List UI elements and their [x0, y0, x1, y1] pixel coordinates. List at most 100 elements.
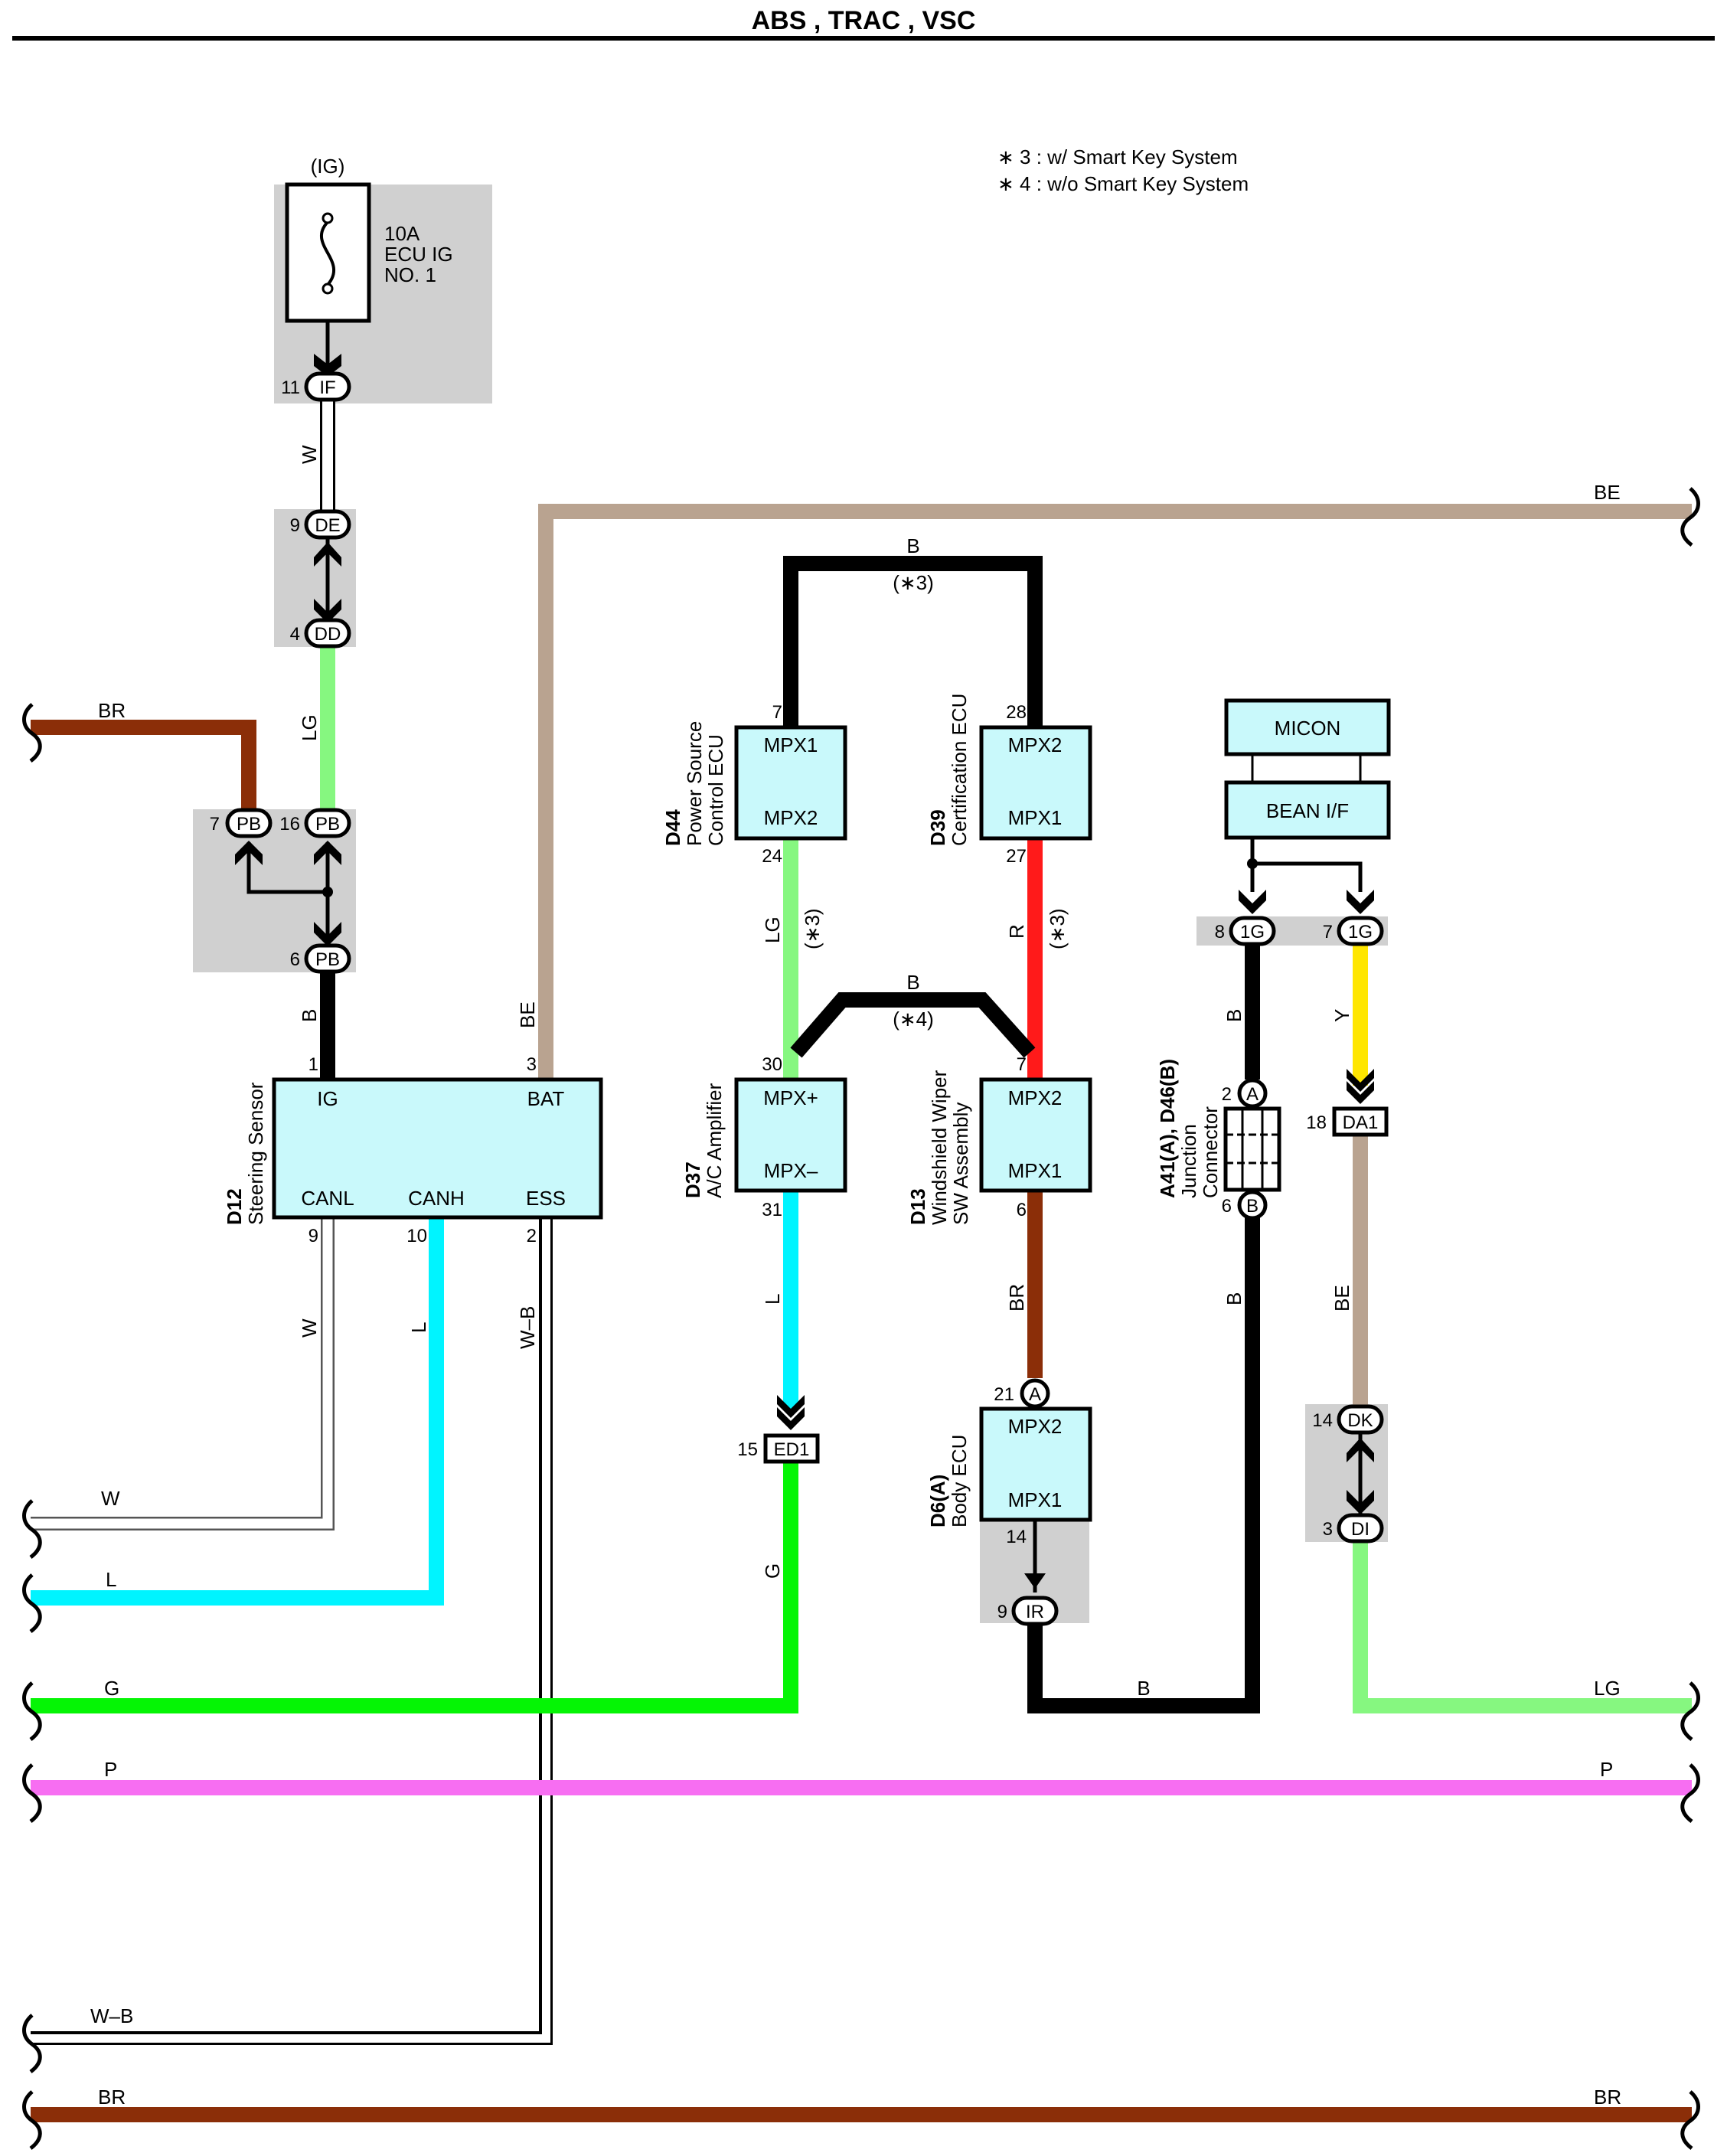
svg-text:MPX–: MPX–	[764, 1159, 818, 1182]
label-b-jc: B	[1223, 1292, 1245, 1305]
svg-text:MPX+: MPX+	[763, 1086, 818, 1109]
label-wb-ess: W–B	[516, 1306, 539, 1349]
svg-text:DD: DD	[315, 624, 341, 645]
svg-text:28: 28	[1006, 702, 1027, 723]
label-lg-right: LG	[1594, 1677, 1621, 1700]
label-s3-r: (∗3)	[1046, 908, 1069, 949]
svg-text:DK: DK	[1347, 1410, 1373, 1431]
label-w-fuse: W	[298, 445, 321, 464]
connector-pb-6: PB 6	[290, 922, 351, 974]
label-p-left: P	[104, 1758, 117, 1781]
fuse-box	[285, 182, 371, 323]
fuse-rating: 10A	[384, 222, 420, 245]
note-no-smart-key: ∗ 4 : w/o Smart Key System	[997, 172, 1249, 195]
svg-text:2: 2	[1222, 1084, 1232, 1105]
d13-name-1: Windshield Wiper	[928, 1070, 951, 1225]
svg-text:14: 14	[1312, 1410, 1333, 1431]
label-br-bottom-left: BR	[98, 2086, 126, 2109]
wire-b-ir-jc	[1027, 1217, 1260, 1713]
label-be-top: BE	[1594, 481, 1621, 504]
svg-text:A: A	[1029, 1384, 1041, 1405]
label-lg-d44: LG	[761, 916, 784, 943]
svg-text:1G: 1G	[1240, 922, 1265, 942]
svg-text:MICON: MICON	[1275, 717, 1341, 740]
label-b-nosmart: B	[906, 971, 919, 994]
svg-text:7: 7	[772, 702, 782, 723]
jc-name-1: Junction	[1177, 1124, 1200, 1198]
d12-name: Steering Sensor	[244, 1082, 267, 1225]
label-g-left: G	[104, 1677, 119, 1700]
wire-lg-right	[1353, 1540, 1692, 1713]
svg-text:MPX1: MPX1	[764, 733, 818, 756]
svg-text:3: 3	[527, 1054, 537, 1075]
d44-name-1: Power Source	[683, 721, 706, 846]
label-b-ir: B	[1137, 1677, 1150, 1700]
d39-code: D39	[926, 809, 949, 846]
fuse-terminal-top	[322, 212, 334, 224]
svg-text:6: 6	[1017, 1200, 1027, 1220]
svg-text:9: 9	[309, 1226, 318, 1246]
label-wb-left: W–B	[90, 2004, 133, 2027]
svg-text:9: 9	[290, 515, 300, 536]
component-d44-power-source-ecu: MPX1 MPX2 7 24 D44 Power Source Control …	[661, 702, 847, 867]
component-d37-ac-amplifier: MPX+ MPX– 30 31 D37 A/C Amplifier	[681, 1054, 847, 1220]
svg-text:4: 4	[290, 624, 300, 645]
svg-text:16: 16	[279, 814, 300, 835]
svg-text:7: 7	[1323, 922, 1333, 942]
wire-be-top	[538, 504, 1692, 1080]
component-junction-connector: A 2 B 6 A41(A), D46(B) Junction Connecto…	[1156, 1059, 1281, 1220]
svg-text:A: A	[1246, 1084, 1259, 1105]
label-br-bottom-right: BR	[1594, 2086, 1621, 2109]
svg-text:MPX2: MPX2	[1008, 733, 1063, 756]
svg-text:DE: DE	[315, 515, 340, 536]
svg-text:1: 1	[309, 1054, 318, 1075]
d44-name-2: Control ECU	[704, 734, 727, 846]
label-y: Y	[1330, 1009, 1353, 1022]
svg-text:DI: DI	[1351, 1519, 1370, 1540]
d6-code: D6(A)	[926, 1475, 949, 1527]
fuse-name: ECU IG	[384, 243, 453, 266]
label-l-left: L	[106, 1568, 116, 1591]
label-l-canh: L	[407, 1322, 430, 1333]
note-smart-key: ∗ 3 : w/ Smart Key System	[997, 145, 1238, 168]
svg-text:11: 11	[281, 377, 300, 398]
connector-if: IF 11	[281, 354, 351, 402]
d13-code: D13	[906, 1188, 929, 1225]
component-micon: MICON	[1224, 698, 1391, 756]
svg-text:14: 14	[1006, 1527, 1027, 1547]
connector-da1: DA1 18	[1306, 1069, 1389, 1137]
svg-text:CANL: CANL	[301, 1187, 354, 1210]
svg-text:PB: PB	[237, 814, 261, 835]
connector-ed1: ED1 15	[737, 1395, 820, 1464]
svg-text:6: 6	[1222, 1196, 1232, 1217]
svg-text:8: 8	[1215, 922, 1225, 942]
svg-text:MPX1: MPX1	[1008, 806, 1063, 829]
svg-text:7: 7	[1017, 1054, 1027, 1075]
wire-l-canh	[31, 1219, 444, 1606]
label-s3-loop: (∗3)	[893, 571, 934, 594]
fuse-terminal-bottom	[322, 283, 334, 295]
svg-text:9: 9	[997, 1602, 1007, 1622]
svg-text:B: B	[1246, 1196, 1259, 1217]
svg-text:24: 24	[762, 846, 782, 867]
d37-name: A/C Amplifier	[703, 1083, 726, 1198]
svg-text:PB: PB	[315, 814, 340, 835]
label-g-ed1: G	[761, 1563, 784, 1579]
svg-text:MPX2: MPX2	[1008, 1415, 1063, 1438]
connector-pb-16: PB 16	[279, 808, 351, 865]
svg-text:BEAN I/F: BEAN I/F	[1266, 799, 1349, 822]
svg-text:3: 3	[1323, 1519, 1333, 1540]
component-bean-interface: BEAN I/F	[1224, 780, 1391, 840]
connector-1g-8: 1G 8	[1215, 890, 1276, 946]
label-w-left: W	[101, 1487, 120, 1510]
svg-text:MPX2: MPX2	[764, 806, 818, 829]
svg-text:27: 27	[1006, 846, 1027, 867]
d6-name: Body ECU	[948, 1435, 971, 1527]
label-be-da1: BE	[1330, 1285, 1353, 1312]
svg-text:BAT: BAT	[527, 1087, 565, 1110]
label-br-d13: BR	[1005, 1284, 1028, 1312]
label-p-right: P	[1600, 1758, 1613, 1781]
splice-bean	[1247, 858, 1258, 869]
connector-dd: DD 4	[290, 599, 351, 648]
label-b-loop: B	[906, 534, 919, 557]
